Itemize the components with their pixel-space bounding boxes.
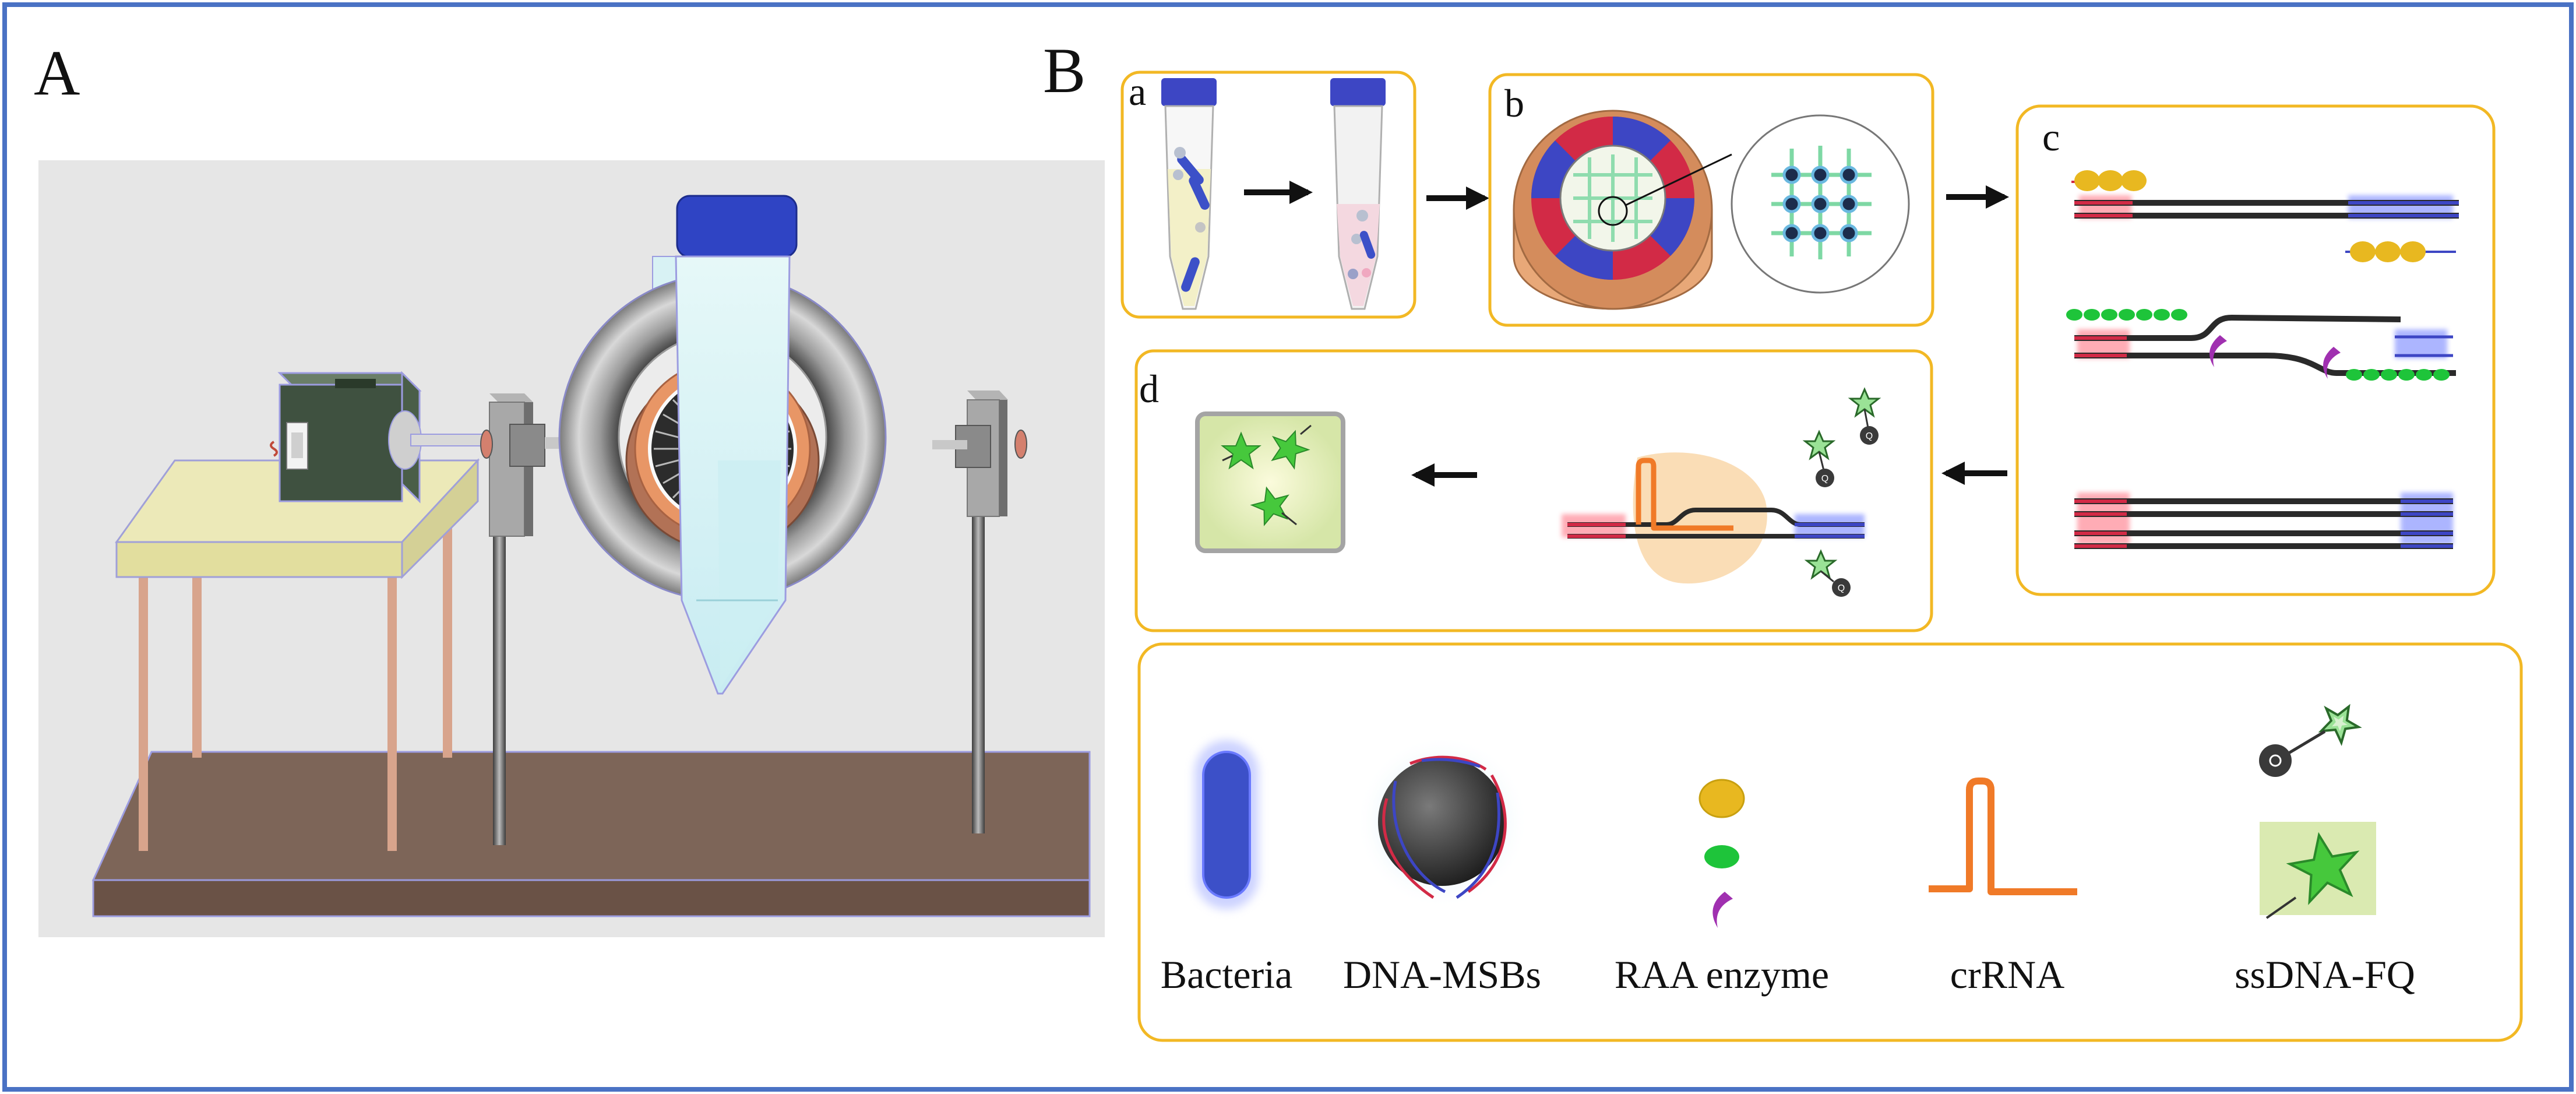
step-a-box: a — [1120, 69, 1416, 319]
left-support-post — [480, 393, 545, 845]
legend-ssdna-fq: ssDNA-FQ — [2235, 703, 2415, 997]
legend-dna-msbs: DNA-MSBs — [1343, 736, 1541, 997]
legend-crrna: crRNA — [1929, 778, 2077, 997]
amplified-dsdna — [2074, 493, 2453, 549]
step-d-box: d — [1134, 349, 1933, 632]
tube-after-capture — [1330, 78, 1386, 310]
tube-with-bacteria — [1161, 78, 1217, 310]
quencher-letter: Q — [1838, 583, 1845, 593]
fluorescent-well — [1195, 411, 1345, 553]
step-a-label: a — [1129, 69, 1146, 114]
panel-b: B a — [1043, 35, 2523, 1042]
fluorophore-star — [1271, 430, 1310, 470]
strand-invasion — [2066, 309, 2456, 381]
quencher-letter: Q — [1866, 431, 1873, 441]
fluorophore-star — [1250, 486, 1289, 526]
magnetic-separator — [1513, 110, 1732, 310]
step-b-label: b — [1504, 81, 1524, 125]
legend-label-probe: ssDNA-FQ — [2235, 952, 2415, 997]
step-b-box: b — [1488, 73, 1934, 327]
legend-raa-enzyme: RAA enzyme — [1615, 779, 1829, 997]
motor-box — [270, 371, 496, 504]
bacterium — [1177, 154, 1204, 185]
raa-green-protein-icon — [1704, 845, 1739, 868]
fluorophore-star — [1221, 431, 1261, 470]
magnified-bead-array — [1731, 114, 1910, 294]
intact-reporter-icon — [2318, 703, 2362, 746]
panel-a: A — [34, 37, 1105, 937]
cas-crrna-complex — [1562, 452, 1865, 584]
bacterium — [1181, 257, 1200, 292]
legend-label-bacteria: Bacteria — [1161, 952, 1293, 997]
raa-binding-dsdna — [2071, 170, 2459, 262]
panel-a-label: A — [34, 37, 80, 108]
ssdna-fq-reporter: Q — [1848, 387, 1881, 445]
ssdna-fq-reporter: Q — [1804, 549, 1851, 597]
legend-bacteria: Bacteria — [1161, 740, 1293, 997]
bacterium — [1189, 176, 1210, 210]
step-d-label: d — [1139, 367, 1159, 411]
raa-purple-protein-icon — [1712, 892, 1733, 928]
quencher-letter: Q — [1821, 474, 1828, 484]
base-board — [91, 751, 1091, 917]
step-c-label: c — [2042, 115, 2060, 159]
ssdna-fq-reporter: Q — [1802, 430, 1836, 487]
legend-label-crrna: crRNA — [1950, 952, 2064, 997]
raa-yellow-protein-icon — [1698, 779, 1745, 818]
bacterium — [1359, 231, 1376, 259]
magnetic-bead-icon — [1378, 758, 1506, 886]
legend-label-raa: RAA enzyme — [1615, 952, 1829, 997]
step-c-box: c — [2015, 104, 2496, 596]
legend-label-msbs: DNA-MSBs — [1343, 952, 1541, 997]
crrna-icon — [1929, 778, 2077, 895]
sample-tube-a — [675, 195, 798, 695]
bacteria-icon — [1202, 751, 1251, 899]
right-support-post — [932, 391, 1027, 833]
legend-box: Bacteria DNA-MSBs RAA enzyme crRNA — [1137, 642, 2523, 1042]
panel-b-label: B — [1043, 35, 1086, 106]
